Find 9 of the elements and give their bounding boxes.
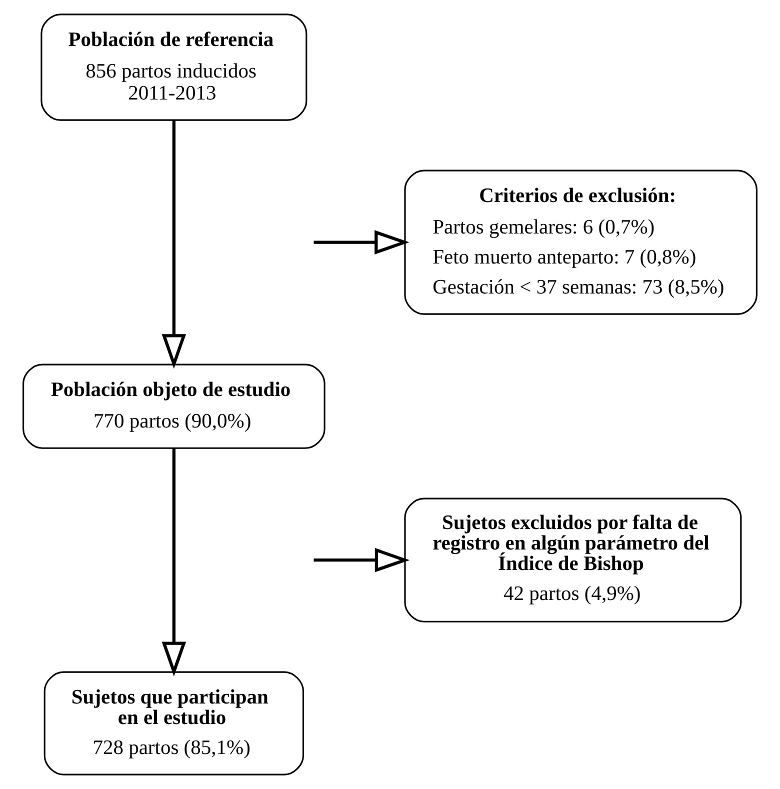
node-box: Población de referencia 856 partos inducidos 2011-2013 [40, 14, 308, 121]
node-box: Sujetos que participan en el estudio 728 partos (85,1%) [44, 671, 304, 776]
node-box: Criterios de exclusión: Partos gemelares: 6 (0,7%) Feto muerto anteparto: 7 (0,8%) Gestación < 37 semanas: 73 (8,5%) [404, 170, 758, 315]
node-box: Sujetos excluidos por falta de registro en algún parámetro del Índice de Bishop 42 partos (4,9%) [404, 498, 742, 622]
arrow [162, 120, 186, 369]
arrow [162, 448, 186, 676]
arrow [314, 548, 410, 572]
arrow [314, 230, 410, 254]
node-box: Población objeto de estudio 770 partos (90,0%) [22, 364, 326, 449]
